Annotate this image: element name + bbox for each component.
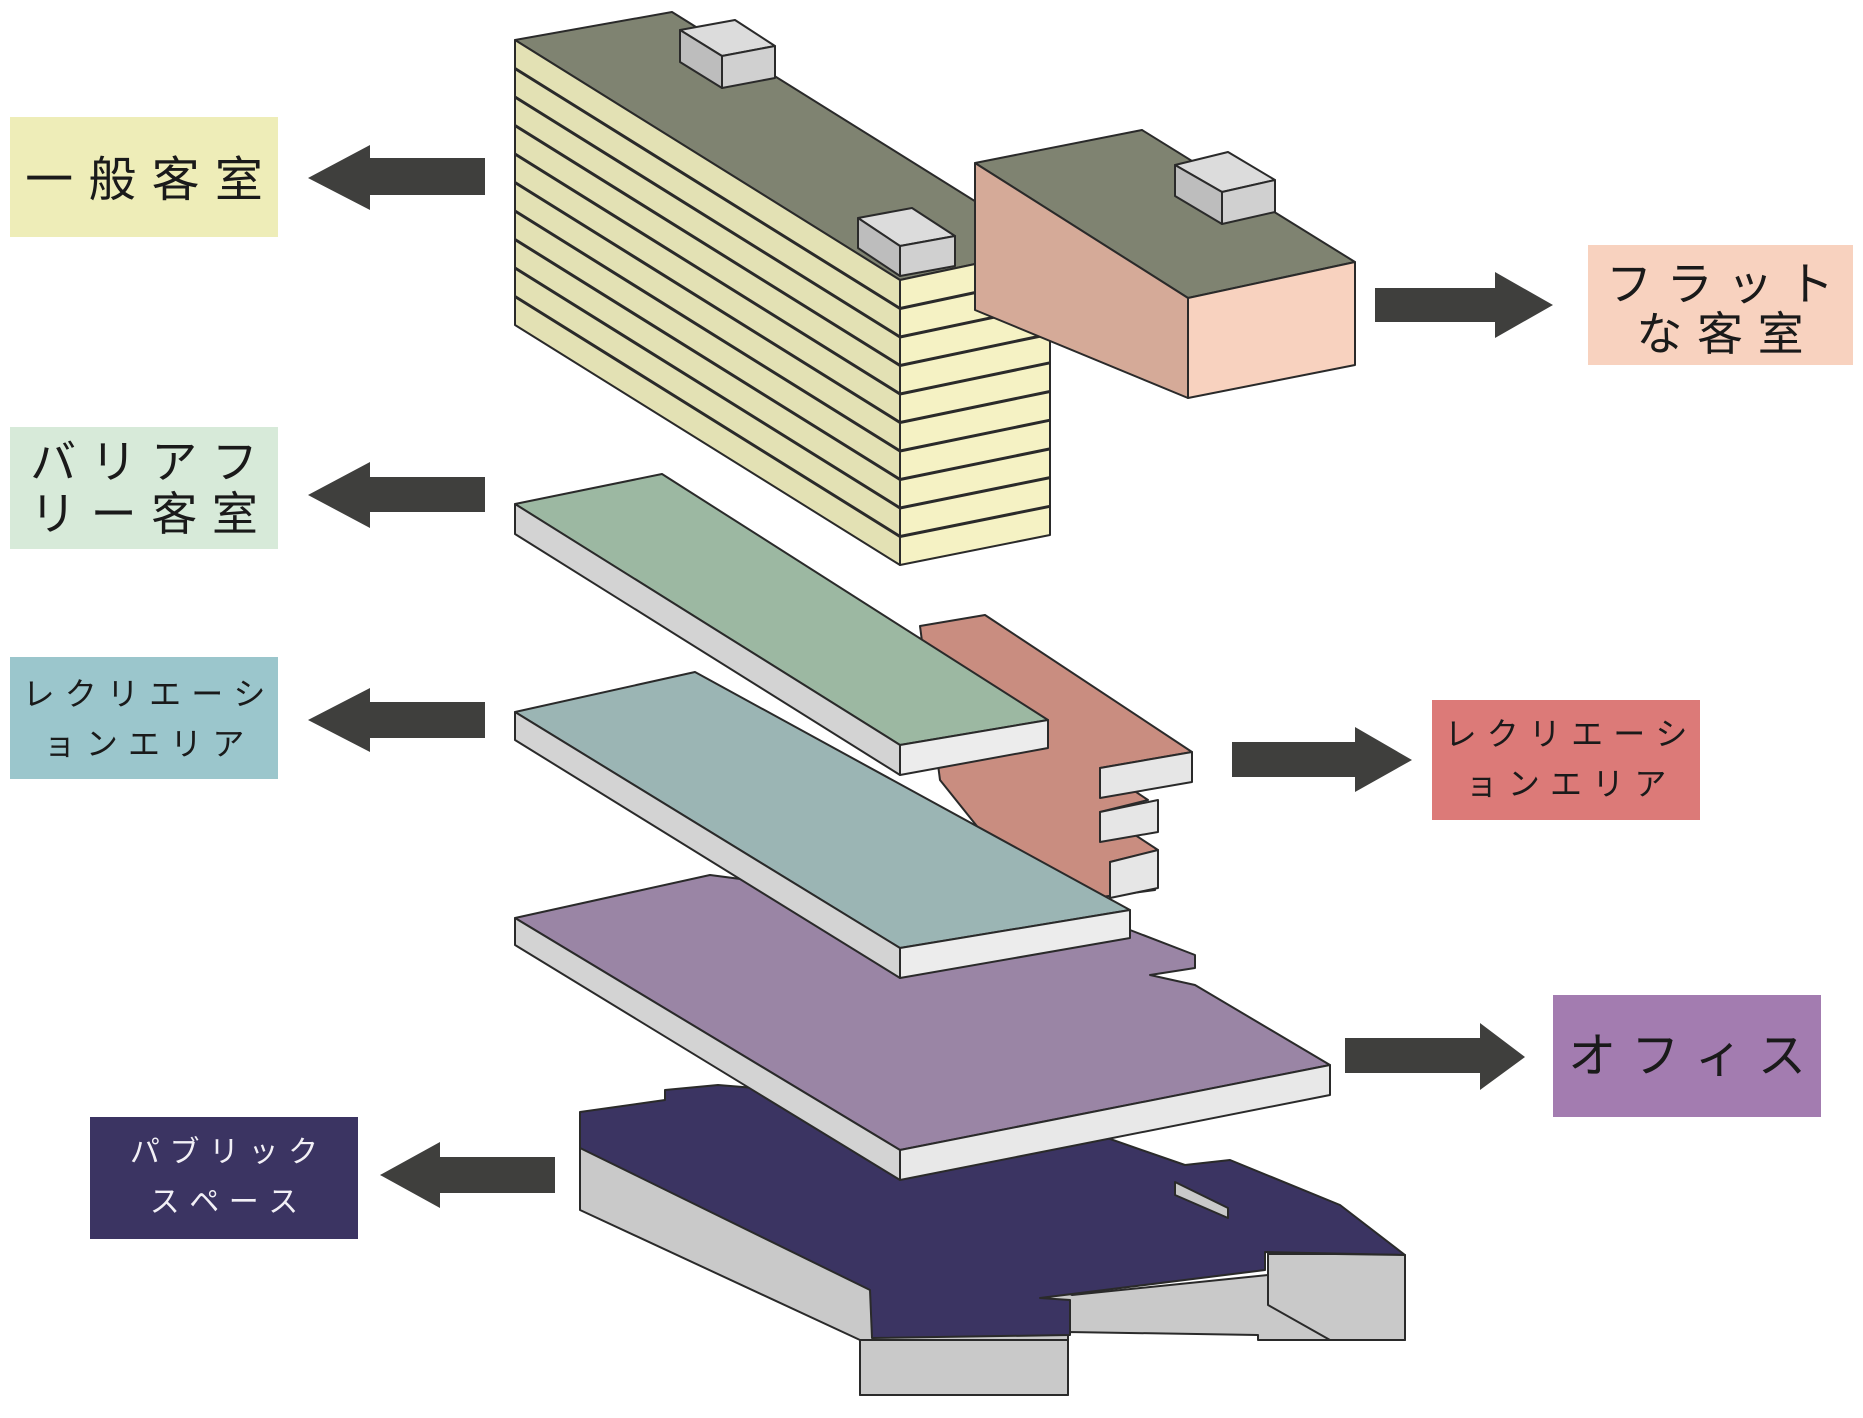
label-recreation-left-line-2: ョ ン エ リ ア bbox=[44, 725, 245, 763]
barrier-free-slab bbox=[514, 473, 1049, 776]
recreation-right-step-3 bbox=[1109, 849, 1159, 899]
label-general-rooms: 一 般 客 室 bbox=[10, 117, 278, 237]
public-space-notch-left bbox=[859, 1339, 1069, 1396]
label-recreation-left-line-1: レ ク リ エ ー シ bbox=[23, 675, 266, 713]
floor-line bbox=[514, 152, 1051, 396]
label-office: オ フ ィ ス bbox=[1553, 995, 1821, 1117]
arrows bbox=[308, 145, 1553, 1208]
label-public-space: パ ブ リ ッ ク ス ペ ー ス bbox=[90, 1117, 358, 1239]
floor-line bbox=[514, 124, 1051, 367]
label-recreation-left-box bbox=[10, 657, 278, 779]
label-recreation-left: レ ク リ エ ー シ ョ ン エ リ ア bbox=[10, 657, 278, 779]
label-public-space-box bbox=[90, 1117, 358, 1239]
label-recreation-right-line-1: レ ク リ エ ー シ bbox=[1445, 715, 1688, 753]
recreation-right-step-2 bbox=[1099, 799, 1159, 843]
roof-box-2-front bbox=[899, 235, 956, 277]
label-flat-rooms-line-2: な 客 室 bbox=[1636, 307, 1803, 361]
arrow-left-general-rooms bbox=[308, 145, 485, 210]
office-slab bbox=[514, 874, 1331, 1181]
label-flat-rooms-line-1: フ ラ ッ ト bbox=[1606, 257, 1834, 311]
label-public-space-line-1: パ ブ リ ッ ク bbox=[130, 1135, 318, 1170]
flat-roof-box-front bbox=[1221, 179, 1276, 225]
floor-line bbox=[514, 295, 1051, 538]
arrow-left-barrier-free bbox=[308, 462, 485, 528]
floor-line bbox=[514, 209, 1051, 453]
label-barrier-free: バ リ ア フ リ ー 客 室 bbox=[10, 427, 278, 549]
flat-rooms-side-front bbox=[1187, 261, 1356, 399]
roof-box-1-front bbox=[721, 45, 776, 89]
floor-line bbox=[514, 238, 1051, 481]
general-rooms-tower bbox=[514, 11, 1051, 566]
label-general-rooms-line-1: 一 般 客 室 bbox=[25, 152, 263, 208]
office-slab-side-front bbox=[899, 1064, 1331, 1181]
public-space-slot bbox=[1174, 1181, 1229, 1219]
arrow-right-office bbox=[1345, 1023, 1525, 1090]
label-flat-rooms-box bbox=[1588, 245, 1853, 365]
recreation-left-side-front bbox=[899, 909, 1131, 979]
public-space-notch-right bbox=[1267, 1253, 1406, 1341]
label-barrier-free-box bbox=[10, 427, 278, 549]
label-public-space-line-2: ス ペ ー ス bbox=[150, 1185, 299, 1220]
label-office-line-1: オ フ ィ ス bbox=[1568, 1028, 1806, 1084]
public-space-top-face bbox=[579, 1084, 1406, 1339]
arrow-left-recreation bbox=[308, 688, 485, 752]
arrow-left-public-space bbox=[380, 1142, 555, 1208]
public-space-block bbox=[579, 1084, 1406, 1396]
arrow-right-flat-rooms bbox=[1375, 272, 1553, 338]
label-flat-rooms: フ ラ ッ ト な 客 室 bbox=[1588, 245, 1853, 365]
floor-line bbox=[514, 181, 1051, 424]
label-recreation-right-box bbox=[1432, 700, 1700, 820]
label-recreation-right-line-2: ョ ン エ リ ア bbox=[1466, 765, 1667, 803]
barrier-free-side-front bbox=[899, 719, 1049, 776]
label-barrier-free-line-2: リ ー 客 室 bbox=[30, 487, 258, 541]
recreation-left-slab bbox=[514, 671, 1131, 979]
flat-rooms-block bbox=[974, 129, 1356, 399]
label-barrier-free-line-1: バ リ ア フ bbox=[30, 435, 258, 489]
recreation-right-step-1 bbox=[1099, 751, 1193, 799]
label-general-rooms-box bbox=[10, 117, 278, 237]
label-office-box bbox=[1553, 995, 1821, 1117]
label-recreation-right: レ ク リ エ ー シ ョ ン エ リ ア bbox=[1432, 700, 1700, 820]
arrow-right-recreation bbox=[1232, 727, 1412, 792]
floor-line bbox=[514, 266, 1051, 510]
